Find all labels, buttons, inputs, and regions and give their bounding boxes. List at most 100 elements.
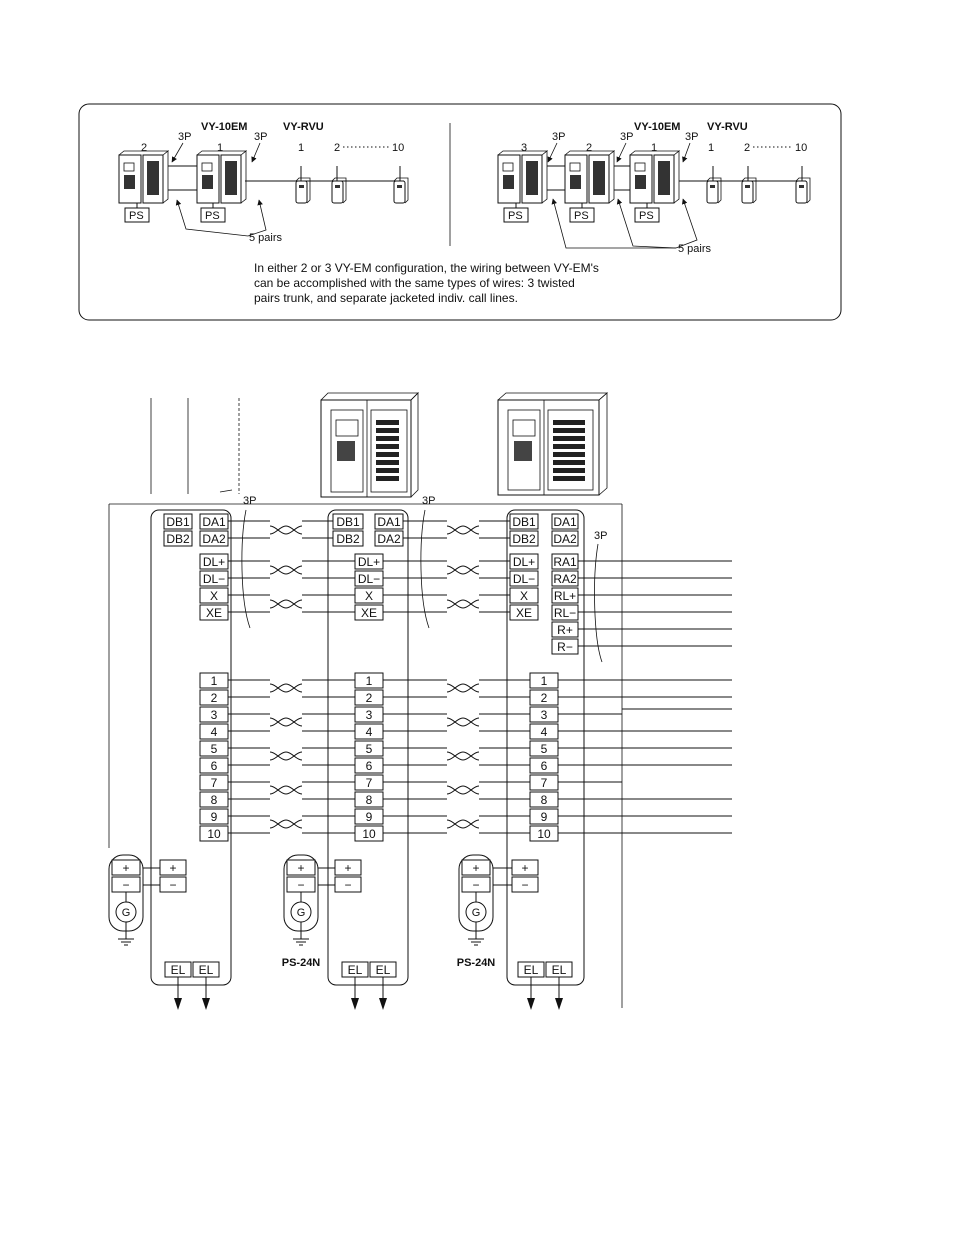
twisted-pair-icon [446, 683, 480, 693]
terminal-da1-label: DA1 [202, 515, 226, 529]
terminal-call-8-label: 8 [211, 793, 218, 807]
twisted-pair-icon [446, 565, 480, 575]
twisted-pair-icon [269, 565, 303, 575]
terminal-call-7-label: 7 [541, 776, 548, 790]
terminal-call-3: 3 [354, 706, 384, 723]
terminal-1: DL− [509, 570, 539, 587]
terminal-call-10: 10 [199, 825, 229, 842]
model-label-vyrvu: VY-RVU [283, 121, 324, 133]
terminal-3-label: XE [206, 606, 222, 620]
twisted-pair-icon [446, 717, 480, 727]
terminal-el: EL [341, 961, 369, 978]
generator-icon: G [472, 907, 481, 919]
terminal-call-5: 5 [354, 740, 384, 757]
rvu-number: 2 [334, 142, 340, 154]
terminal-call-7-label: 7 [211, 776, 218, 790]
terminal-call-1: 1 [199, 672, 229, 689]
terminal-call-1: 1 [529, 672, 559, 689]
terminal-call-4-label: 4 [366, 725, 373, 739]
terminal-ra-4-label: R+ [557, 623, 573, 637]
terminal-call-2: 2 [529, 689, 559, 706]
terminal-call-6-label: 6 [366, 759, 373, 773]
terminal-call-2-label: 2 [211, 691, 218, 705]
unit-number: 2 [586, 142, 592, 154]
arrow-down-icon [555, 998, 563, 1010]
terminal-call-6-label: 6 [541, 759, 548, 773]
unit-number: 1 [217, 142, 223, 154]
terminal-call-5-label: 5 [541, 742, 548, 756]
twisted-pair-icon [446, 599, 480, 609]
terminal-da1: DA1 [199, 513, 229, 530]
terminal-call-6: 6 [199, 757, 229, 774]
terminal-el-label: EL [524, 963, 539, 977]
cable-label: 3P [243, 495, 256, 507]
terminal-call-1-label: 1 [211, 674, 218, 688]
terminal-call-8: 8 [354, 791, 384, 808]
terminal-call-1: 1 [354, 672, 384, 689]
terminal-call-8: 8 [529, 791, 559, 808]
terminal-call-7: 7 [354, 774, 384, 791]
terminal-minus: − [159, 876, 187, 893]
pairs-label: 5 pairs [678, 243, 712, 255]
master-station-icon [564, 150, 615, 204]
master-station-icon [629, 150, 680, 204]
arrow-down-icon [202, 998, 210, 1010]
psu-plus: + [297, 861, 304, 875]
terminal-da2-label: DA2 [553, 532, 577, 546]
unit-number: 3 [521, 142, 527, 154]
terminal-minus: − [511, 876, 539, 893]
power-supply-label: PS [205, 210, 220, 222]
terminal-call-6-label: 6 [211, 759, 218, 773]
unit-illustration-1 [150, 398, 240, 494]
terminal-ra-0-label: RA1 [553, 555, 577, 569]
terminal-call-3-label: 3 [541, 708, 548, 722]
rvu-number: 1 [298, 142, 304, 154]
terminal-minus-label: − [521, 878, 528, 892]
trunk-label: 3P [685, 131, 698, 143]
terminal-call-5-label: 5 [211, 742, 218, 756]
terminal-call-9-label: 9 [366, 810, 373, 824]
terminal-call-2: 2 [354, 689, 384, 706]
terminal-0: DL+ [354, 553, 384, 570]
terminal-call-10-label: 10 [207, 827, 221, 841]
terminal-call-4: 4 [354, 723, 384, 740]
terminal-3-label: XE [516, 606, 532, 620]
terminal-el-label: EL [199, 963, 214, 977]
terminal-db1-label: DB1 [166, 515, 190, 529]
terminal-2: X [354, 587, 384, 604]
power-supply-unit: +−GPS-24N [457, 854, 495, 969]
terminal-db2-label: DB2 [512, 532, 536, 546]
trunk-label: 3P [178, 131, 191, 143]
terminal-1: DL− [199, 570, 229, 587]
rvu-number: 1 [708, 142, 714, 154]
psu-minus: − [122, 878, 129, 892]
three-unit-configuration: VY-10EM VY-RVU 3P 3P 3P 3 2 1 1 2 10 [497, 121, 811, 255]
terminal-da2-label: DA2 [377, 532, 401, 546]
terminal-el-label: EL [171, 963, 186, 977]
twisted-pair-icon [269, 525, 303, 535]
generator-icon: G [297, 907, 306, 919]
terminal-call-9: 9 [529, 808, 559, 825]
terminal-ra-3: RL− [551, 604, 579, 621]
terminal-2: X [199, 587, 229, 604]
terminal-db2-label: DB2 [336, 532, 360, 546]
unit-illustration-2 [320, 392, 419, 498]
note-line: can be accomplished with the same types … [254, 276, 575, 290]
twisted-pair-icon [446, 785, 480, 795]
terminal-call-10: 10 [529, 825, 559, 842]
model-label-vy10em: VY-10EM [634, 121, 680, 133]
model-label-vy10em: VY-10EM [201, 121, 247, 133]
terminal-0: DL+ [199, 553, 229, 570]
unit-number: 2 [141, 142, 147, 154]
terminal-el: EL [517, 961, 545, 978]
arrow-down-icon [527, 998, 535, 1010]
pairs-label: 5 pairs [249, 232, 283, 244]
wiring [143, 520, 732, 1010]
terminal-1: DL− [354, 570, 384, 587]
terminal-call-7: 7 [529, 774, 559, 791]
twisted-pair-icon [269, 785, 303, 795]
configuration-panel: VY-10EM VY-RVU 3P 3P 2 1 1 2 10 [78, 103, 842, 321]
terminal-da1-label: DA1 [553, 515, 577, 529]
terminal-da2: DA2 [374, 530, 404, 547]
